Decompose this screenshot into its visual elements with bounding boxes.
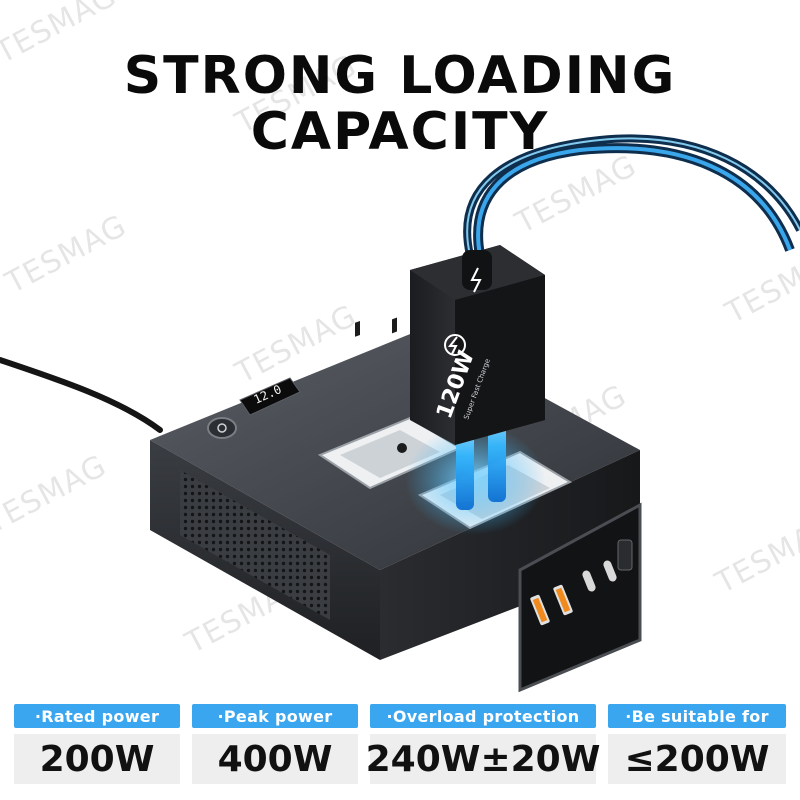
spec-value: 200W: [14, 734, 180, 784]
spec-rated-power: ·Rated power 200W: [14, 704, 180, 786]
spec-peak-power: ·Peak power 400W: [192, 704, 358, 786]
spec-label: ·Rated power: [14, 704, 180, 728]
spec-suitable-for: ·Be suitable for ≤200W: [608, 704, 786, 786]
spec-label: ·Peak power: [192, 704, 358, 728]
spec-value: 240W±20W: [366, 734, 600, 784]
spec-label: ·Be suitable for: [608, 704, 786, 728]
spec-value: ≤200W: [608, 734, 786, 784]
title-line-1: STRONG LOADING: [123, 46, 677, 106]
spec-row: ·Rated power 200W ·Peak power 400W ·Over…: [14, 704, 786, 786]
page-title: STRONG LOADING CAPACITY: [0, 48, 800, 160]
spec-overload-protection: ·Overload protection 240W±20W: [366, 704, 600, 786]
inverter-product-image: 12.0 120W Super Fast Charge: [0, 134, 800, 693]
spec-value: 400W: [192, 734, 358, 784]
title-line-2: CAPACITY: [250, 102, 550, 162]
spec-label: ·Overload protection: [370, 704, 596, 728]
